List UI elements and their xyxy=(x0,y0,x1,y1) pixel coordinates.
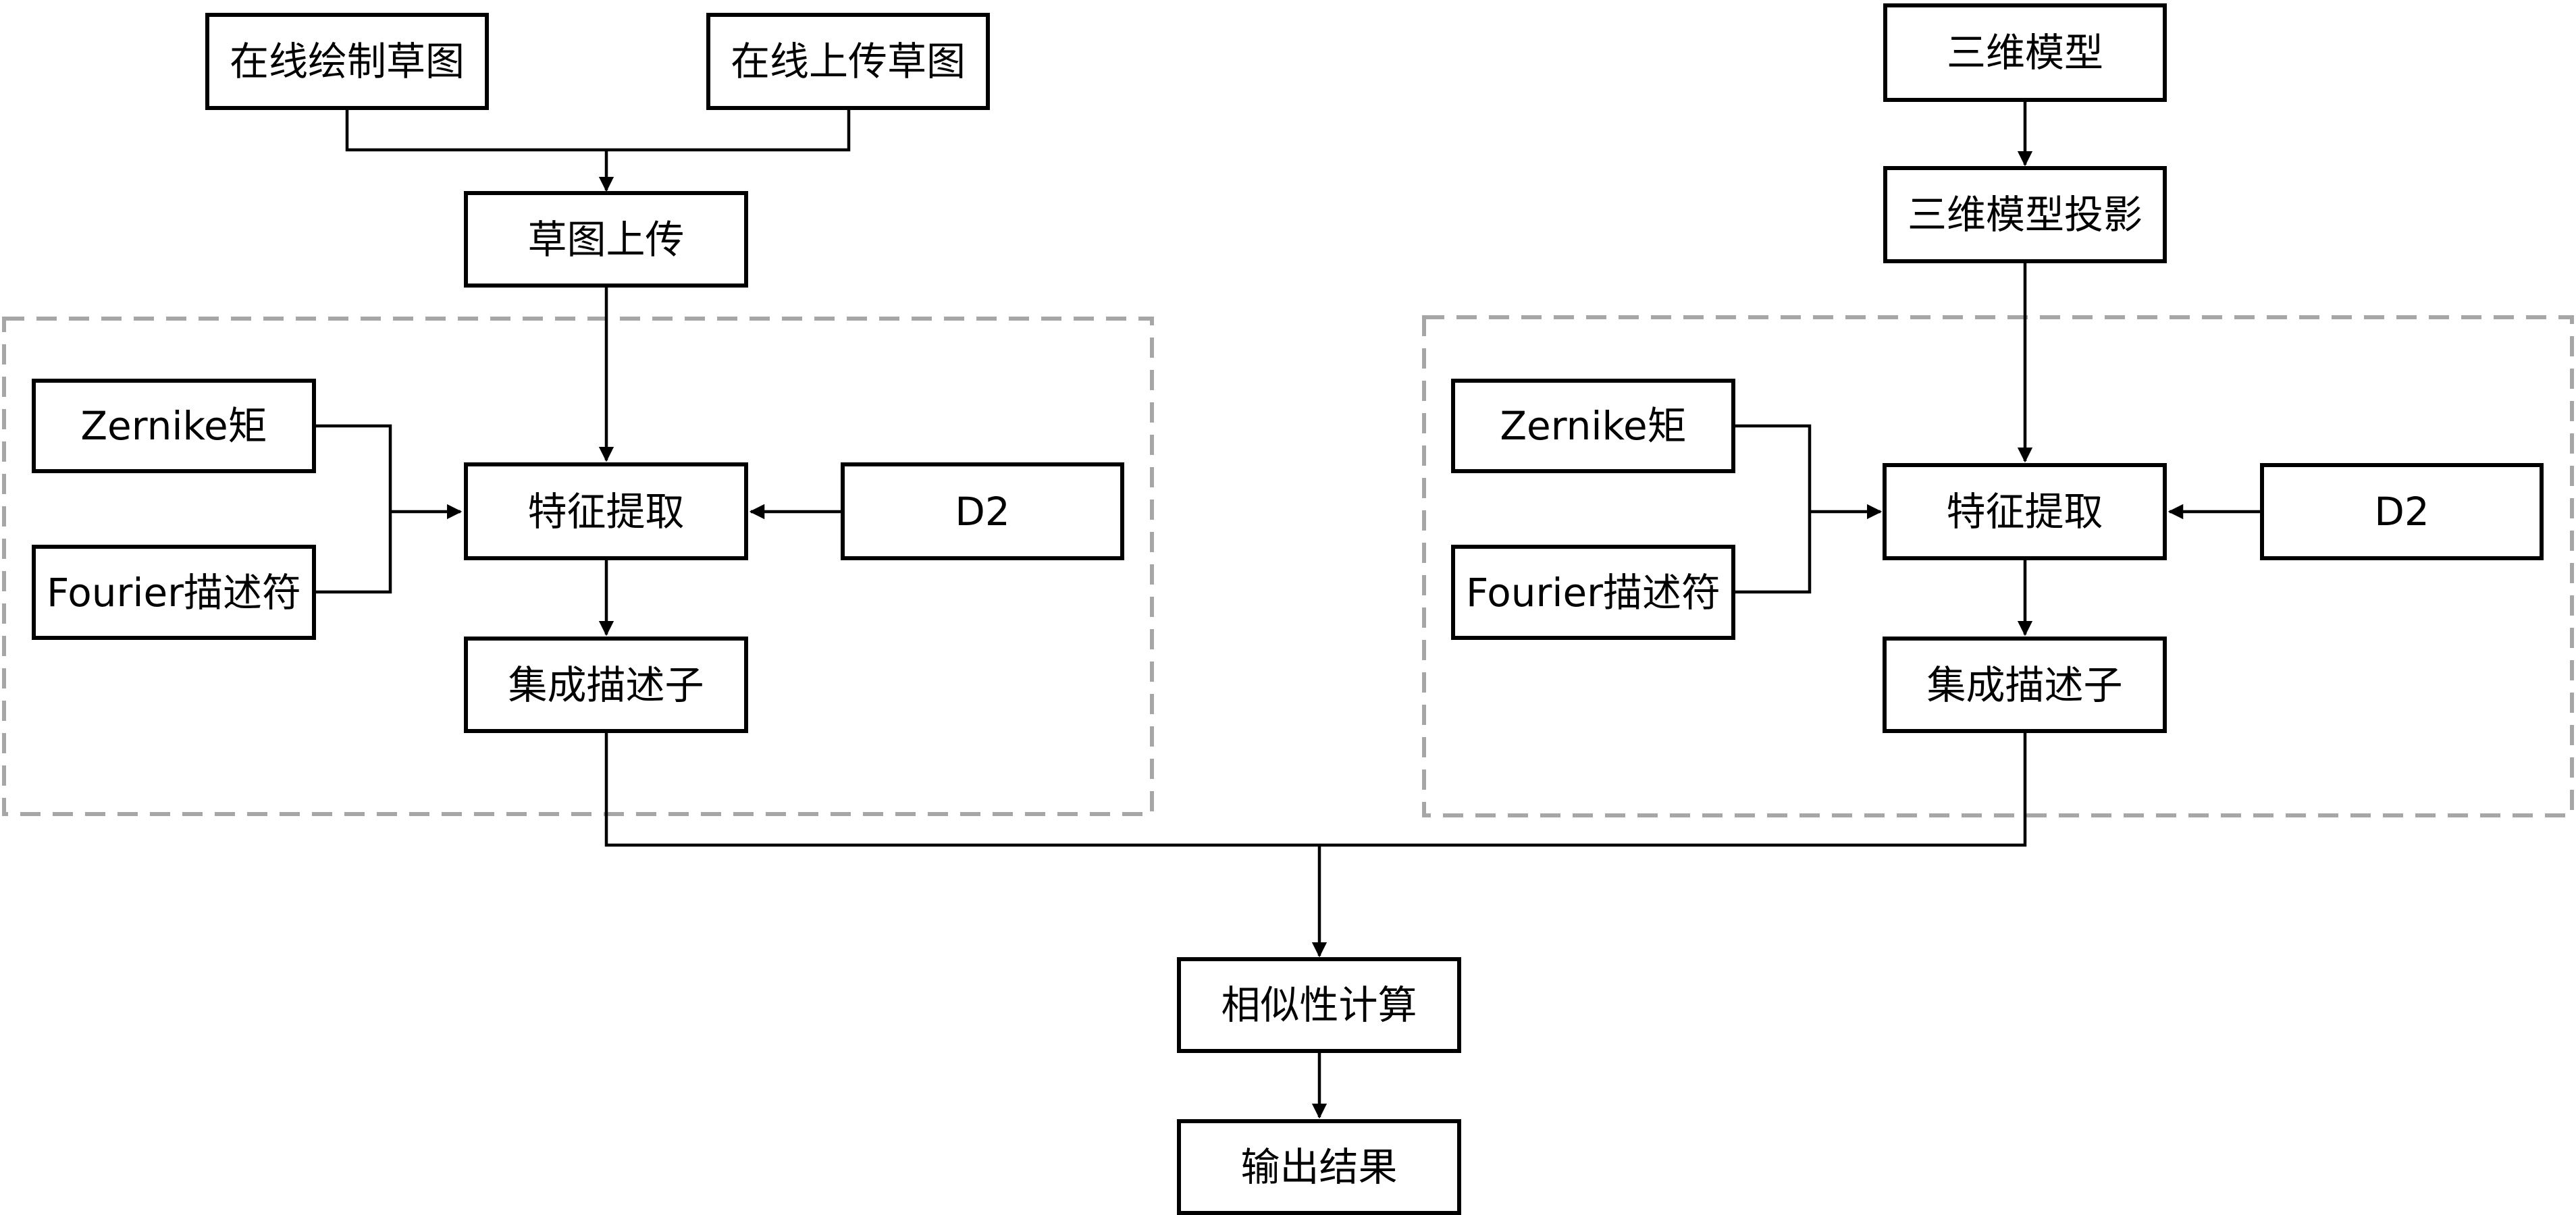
right-d2-box: D2 xyxy=(2260,463,2544,560)
connector-left-zernike xyxy=(316,424,392,512)
left-feature-extraction-box: 特征提取 xyxy=(464,462,748,560)
left-fourier-label: Fourier描述符 xyxy=(46,569,302,616)
left-fourier-box: Fourier描述符 xyxy=(32,545,316,640)
connector-right-ensemble-to-merge xyxy=(1319,732,2027,847)
left-zernike-label: Zernike矩 xyxy=(80,403,267,449)
left-d2-label: D2 xyxy=(955,488,1010,535)
output-result-label: 输出结果 xyxy=(1240,1144,1398,1190)
left-feature-group-frame xyxy=(2,317,1154,816)
connector-left-ensemble-to-merge xyxy=(604,732,1319,847)
3d-model-box: 三维模型 xyxy=(1883,3,2167,102)
left-ensemble-descriptor-box: 集成描述子 xyxy=(464,637,748,733)
left-d2-box: D2 xyxy=(841,462,1124,560)
left-zernike-box: Zernike矩 xyxy=(32,379,316,473)
right-feature-extraction-box: 特征提取 xyxy=(1883,463,2167,560)
3d-model-projection-label: 三维模型投影 xyxy=(1907,192,2143,238)
left-ensemble-descriptor-label: 集成描述子 xyxy=(508,662,704,708)
right-fourier-box: Fourier描述符 xyxy=(1451,545,1735,640)
right-ensemble-descriptor-label: 集成描述子 xyxy=(1926,662,2123,708)
similarity-calculation-label: 相似性计算 xyxy=(1221,982,1417,1028)
right-zernike-box: Zernike矩 xyxy=(1451,379,1735,473)
upload-sketch-online-label: 在线上传草图 xyxy=(730,38,966,84)
right-feature-extraction-label: 特征提取 xyxy=(1946,489,2103,535)
3d-model-label: 三维模型 xyxy=(1946,30,2103,76)
sketch-upload-label: 草图上传 xyxy=(527,216,685,263)
right-feature-group-frame xyxy=(1422,315,2574,817)
draw-sketch-online-label: 在线绘制草图 xyxy=(229,38,465,84)
connector-right-fourier xyxy=(1735,512,1812,594)
similarity-calculation-box: 相似性计算 xyxy=(1177,957,1461,1053)
3d-model-projection-box: 三维模型投影 xyxy=(1883,166,2167,263)
right-fourier-label: Fourier描述符 xyxy=(1465,569,1721,616)
draw-sketch-online-box: 在线绘制草图 xyxy=(205,13,489,110)
connector-left-fourier xyxy=(316,512,392,594)
sketch-upload-box: 草图上传 xyxy=(464,191,748,288)
right-ensemble-descriptor-box: 集成描述子 xyxy=(1883,637,2167,733)
connector-right-zernike xyxy=(1735,424,1812,512)
left-feature-extraction-label: 特征提取 xyxy=(527,488,685,535)
connector-draw-to-merge xyxy=(345,109,606,152)
right-d2-label: D2 xyxy=(2374,489,2429,535)
upload-sketch-online-box: 在线上传草图 xyxy=(706,13,990,110)
right-zernike-label: Zernike矩 xyxy=(1500,403,1687,449)
output-result-box: 输出结果 xyxy=(1177,1119,1461,1215)
connector-upload-to-merge xyxy=(606,109,851,152)
